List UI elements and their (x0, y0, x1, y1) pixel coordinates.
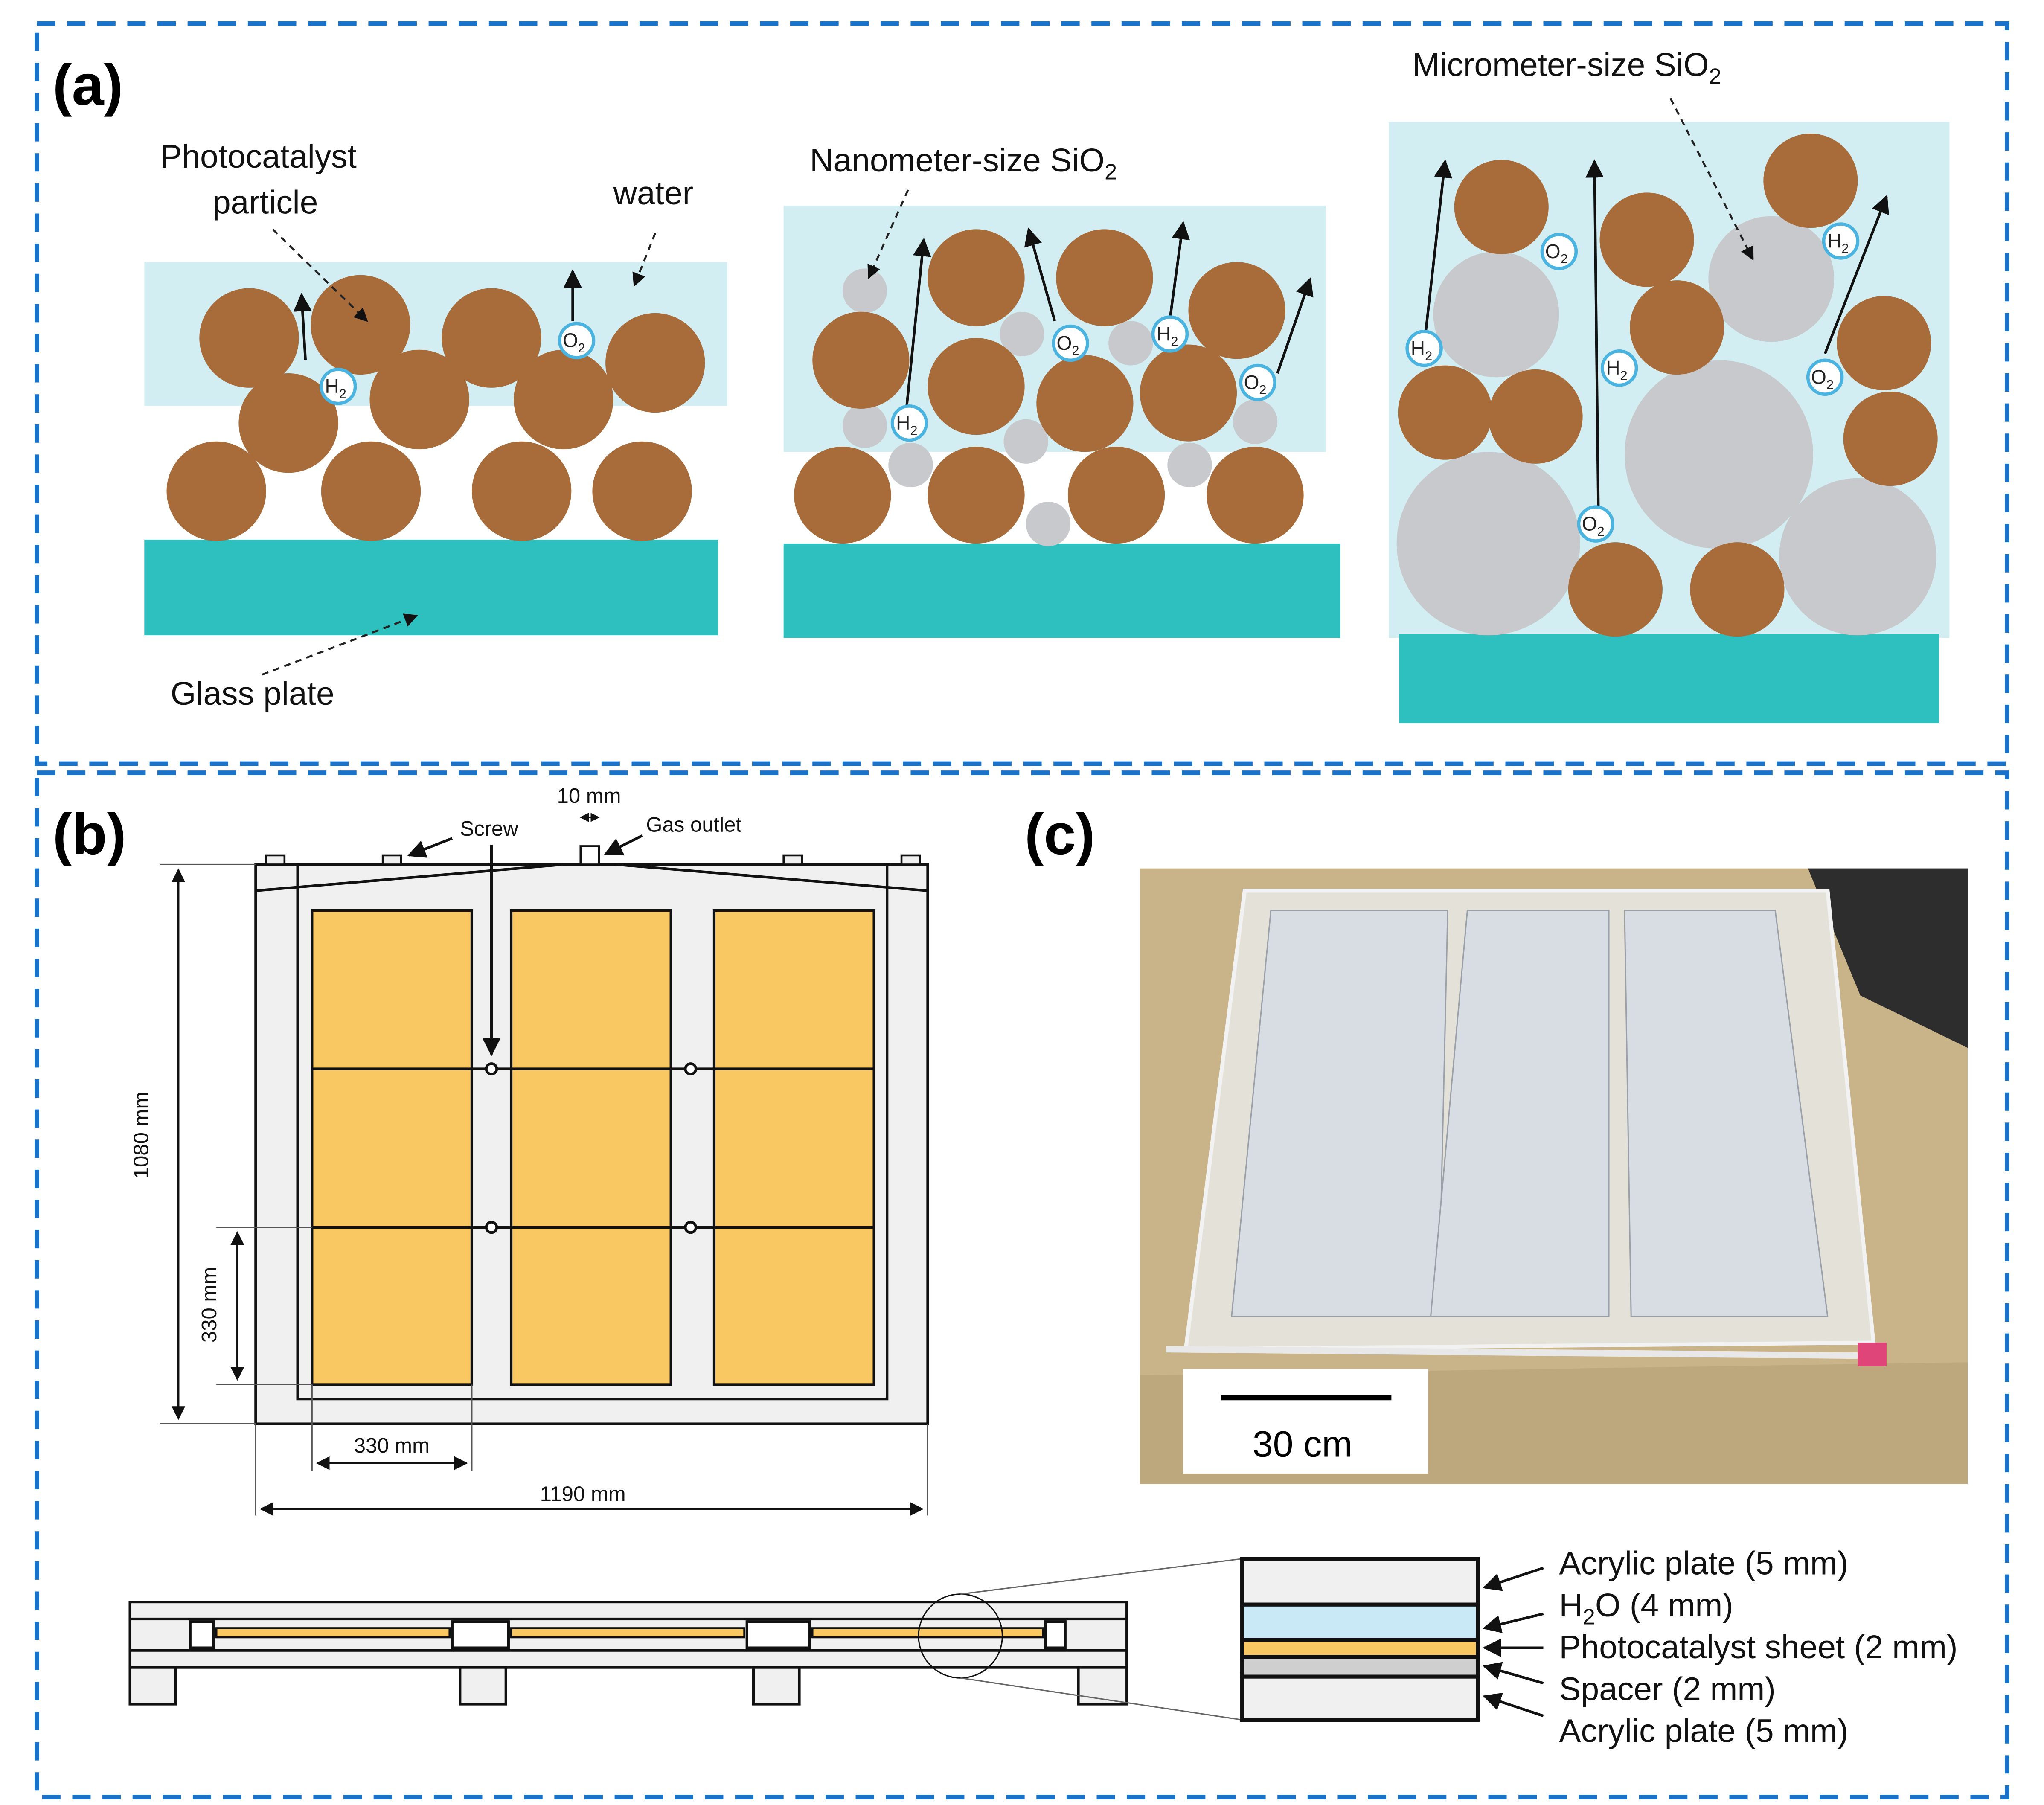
o2-bubble: O2 (1540, 233, 1578, 270)
panel-b: (b) 10 mm Screw Gas outlet (52, 785, 1957, 1749)
layer-label-h2o: H2O (4 mm) (1559, 1587, 1733, 1629)
glass-plate (783, 544, 1340, 638)
panel-b-label: (b) (52, 802, 126, 866)
h2-bubble: H2 (320, 368, 357, 405)
tape-measure (1858, 1343, 1887, 1366)
screw-label: Screw (460, 817, 518, 840)
h2-bubble: H2 (1405, 329, 1443, 367)
photocatalyst-particles (1398, 134, 1938, 637)
dim-330mm-horizontal: 330 mm (354, 1434, 430, 1457)
micro-sio2-label: Micrometer-size SiO2 (1412, 47, 1721, 89)
o2-bubble: O2 (1577, 505, 1615, 543)
h2-bubble: H2 (1600, 349, 1638, 387)
water-label: water (613, 175, 694, 212)
h2-bubble: H2 (1822, 222, 1860, 260)
o2-bubble: O2 (1806, 358, 1844, 396)
layer-label-photocatalyst: Photocatalyst sheet (2 mm) (1559, 1629, 1957, 1665)
layer-label-spacer: Spacer (2 mm) (1559, 1671, 1776, 1707)
panel-bc-border (35, 770, 2009, 1799)
photocatalyst-panels (1231, 910, 1829, 1317)
photocatalyst-sheets (311, 909, 875, 1386)
h2-bubble: H2 (1151, 315, 1189, 353)
photocatalyst-label-2: particle (212, 184, 318, 221)
glass-plate-label: Glass plate (171, 676, 334, 712)
photocatalyst-particles (166, 275, 705, 541)
particle-layer-nano-sio2: O2 H2 H2 O2 Nanometer-size SiO2 (783, 142, 1340, 638)
reactor-side-view (128, 1558, 1242, 1721)
screws (265, 854, 921, 866)
screw-holes (485, 1062, 698, 1234)
measuring-tape (1166, 1346, 1874, 1359)
dim-10mm: 10 mm (557, 785, 621, 808)
panel-a: (a) H2 O2 Photocatalyst particle water G… (52, 47, 1950, 723)
h2-bubble: H2 (890, 404, 928, 442)
micro-sio2-particles (1396, 216, 1936, 636)
dim-1190mm: 1190 mm (540, 1483, 626, 1506)
reactor-photo: 30 cm (1140, 868, 1968, 1484)
layer-label-acrylic-bottom: Acrylic plate (5 mm) (1559, 1713, 1848, 1750)
reactor-top-view: 10 mm Screw Gas outlet 1080 mm 330 mm 33… (130, 785, 929, 1516)
photocatalyst-label-1: Photocatalyst (160, 139, 357, 175)
layer-stack-detail (1240, 1557, 1544, 1722)
scale-bar-box (1183, 1369, 1428, 1474)
particle-layer-micro-sio2: O2 H2 H2 H2 O2 O2 Micrometer-size SiO2 (1389, 47, 1950, 723)
dim-330mm-vertical: 330 mm (198, 1267, 221, 1343)
panel-c-label: (c) (1025, 802, 1095, 866)
svg-text:H2: H2 (1606, 357, 1627, 383)
layer-label-acrylic-top: Acrylic plate (5 mm) (1559, 1546, 1848, 1582)
svg-text:O2: O2 (1811, 366, 1834, 392)
panel-c: (c) 30 cm (1025, 802, 1968, 1484)
gas-outlet-label: Gas outlet (646, 814, 741, 837)
glass-plate (144, 540, 718, 636)
panel-a-label: (a) (52, 53, 123, 117)
svg-text:H2: H2 (1157, 323, 1178, 349)
o2-bubble: O2 (1239, 363, 1276, 401)
gas-outlet (579, 845, 600, 866)
dim-1080mm: 1080 mm (130, 1092, 153, 1179)
nano-sio2-particles (842, 268, 1278, 546)
nano-sio2-label: Nanometer-size SiO2 (810, 142, 1117, 184)
glass-plate (1399, 634, 1939, 723)
o2-bubble: O2 (558, 322, 596, 360)
o2-bubble: O2 (1052, 324, 1089, 362)
photocatalyst-particles (794, 229, 1304, 544)
scale-bar-label: 30 cm (1253, 1424, 1352, 1465)
particle-layer-plain: H2 O2 Photocatalyst particle water Glass… (144, 139, 727, 712)
